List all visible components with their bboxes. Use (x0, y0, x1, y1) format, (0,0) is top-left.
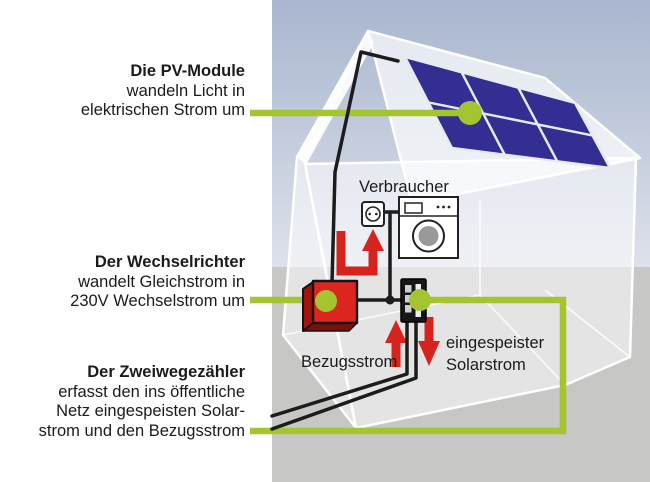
solarstrom-label-line1: eingespeister (446, 334, 545, 352)
meter-callout-dot (409, 289, 431, 311)
meter-label-line: Netz eingespeisten Solar- (56, 402, 245, 420)
inverter-to-consumer-arrow (336, 231, 378, 276)
power-socket-icon (361, 201, 385, 227)
inverter-label-line: 230V Wechselstrom um (70, 292, 245, 310)
pv-module-label: Die PV-Module wandeln Licht in elektrisc… (81, 62, 245, 121)
meter-label-line: strom und den Bezugsstrom (38, 421, 245, 440)
roof-overhang-band (297, 31, 374, 165)
meter-grid-cable-2 (270, 320, 418, 431)
bezugsstrom-label: Bezugsstrom (301, 353, 398, 371)
flow-arrows (336, 229, 440, 367)
inverter-callout-dot (315, 290, 337, 312)
solarstrom-label: eingespeister Solarstrom (446, 332, 544, 376)
solarstrom-arrowhead (418, 341, 440, 366)
meter-label-title: Der Zweiwegezähler (87, 363, 245, 381)
cables (270, 50, 418, 431)
inverter-label-line: wandelt Gleichstrom in (78, 272, 245, 291)
cable-junction-dot (385, 295, 395, 305)
pv-callout-dot (458, 101, 482, 125)
meter-callout-line (250, 296, 567, 435)
pv-module-label-line: elektrischen Strom um (80, 101, 245, 119)
consumers-label: Verbraucher (359, 178, 449, 196)
meter-grid-cable-1 (270, 320, 409, 418)
meter-label: Der Zweiwegezähler erfasst den ins öffen… (39, 363, 245, 441)
pv-module-label-line: wandeln Licht in (126, 81, 245, 100)
washing-machine-icon (398, 196, 459, 259)
pv-module-label-title: Die PV-Module (130, 62, 245, 80)
inverter-label: Der Wechselrichter wandelt Gleichstrom i… (70, 253, 245, 312)
meter-label-line: erfasst den ins öffentliche (58, 382, 245, 401)
solarstrom-label-line2: Solarstrom (446, 356, 526, 374)
bezugsstrom-arrowhead (385, 320, 407, 343)
roof-to-inverter-cable (330, 50, 400, 285)
inverter-to-consumer-arrowhead (362, 229, 384, 251)
inverter-label-title: Der Wechselrichter (94, 253, 245, 271)
